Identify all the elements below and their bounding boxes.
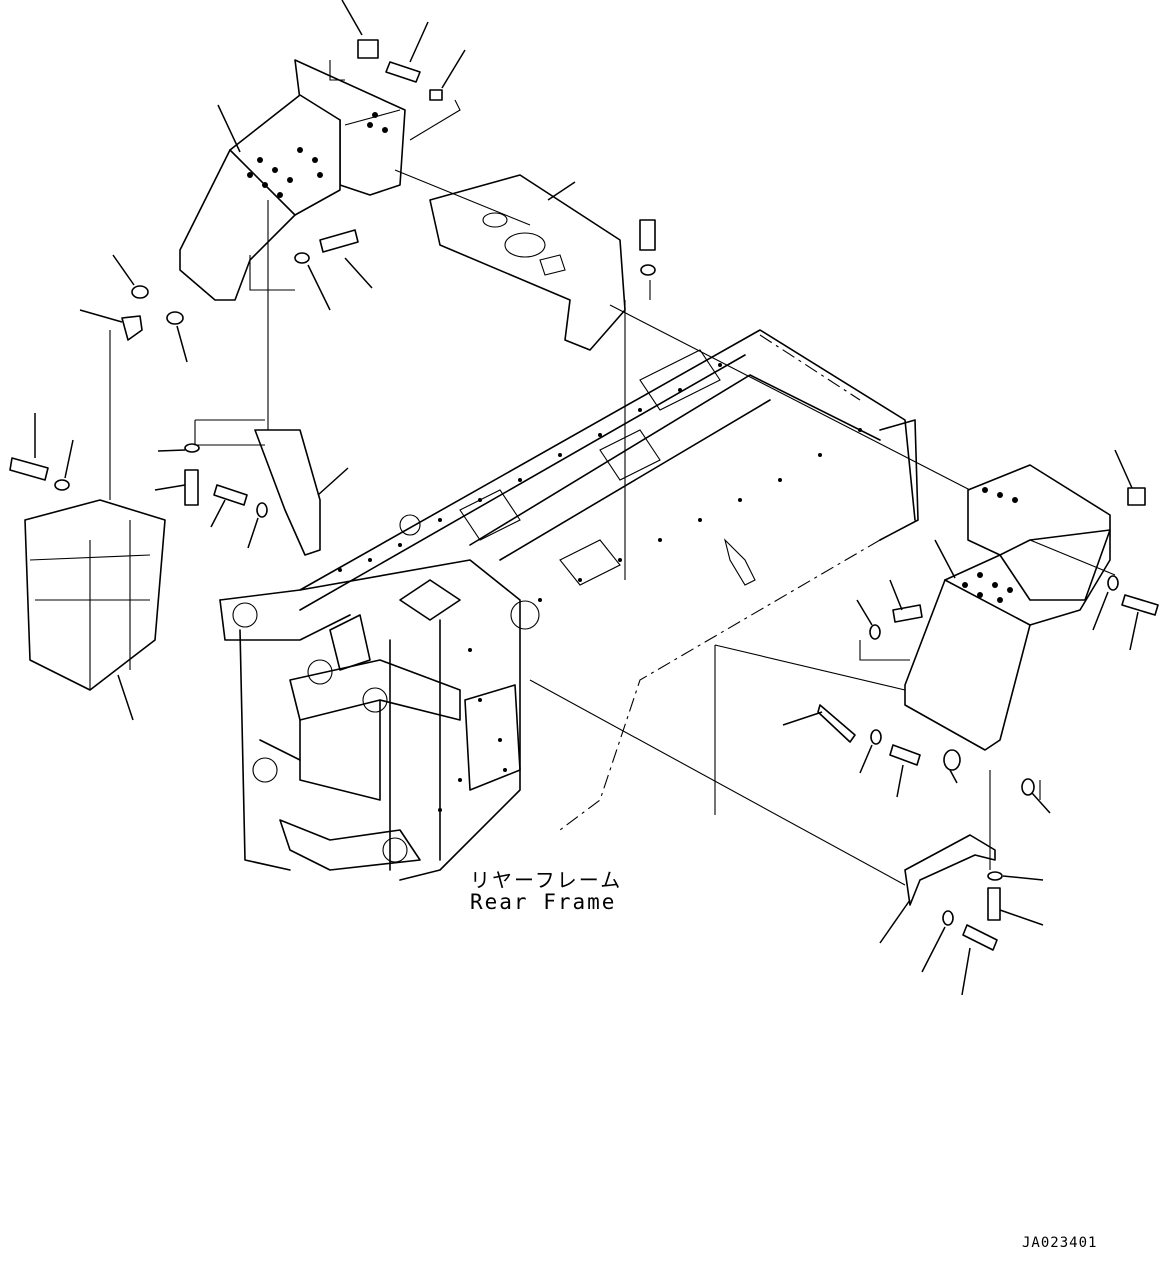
drawing-id: JA023401 — [1022, 1235, 1098, 1251]
left-bracket-box — [24, 499, 166, 691]
hardware-bolts — [9, 39, 1159, 951]
upper-mount-plate — [429, 174, 626, 351]
callout-leaders — [34, 0, 1139, 996]
assembly-lines — [109, 60, 1116, 886]
center-bracket — [254, 429, 321, 556]
lower-right-bracket — [904, 834, 996, 906]
frame-label-english: Rear Frame — [470, 890, 617, 914]
rear-frame — [219, 329, 919, 881]
frame-label-japanese: リヤーフレーム — [470, 868, 623, 892]
right-fender — [904, 464, 1111, 751]
left-fender — [179, 59, 406, 301]
